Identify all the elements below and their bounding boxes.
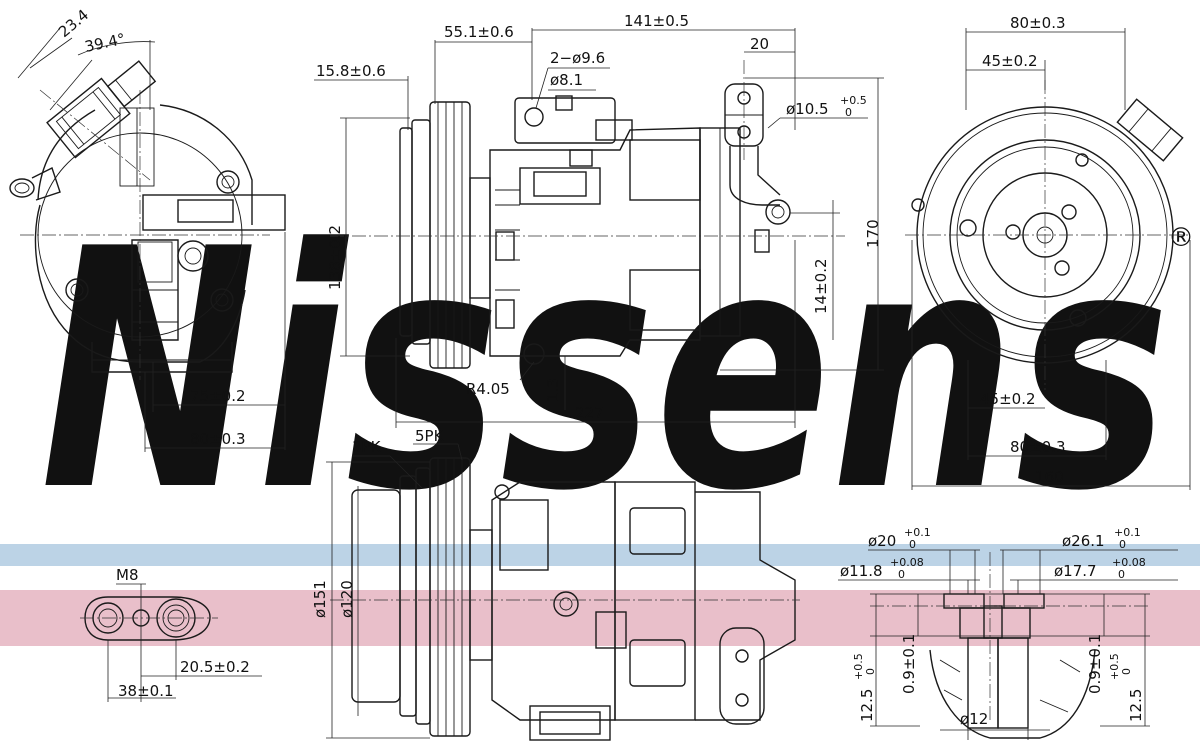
bottom-dim-3pk: 3PK	[352, 438, 382, 456]
side-dim-8-1: ø8.1	[550, 71, 583, 89]
side-dim-10-5-sub: 0	[845, 106, 852, 119]
fit-dim-17-7-sup: +0.08	[1112, 556, 1146, 569]
side-dim-1-3: 1.3	[544, 378, 562, 402]
fit-dim-11-8: ø11.8	[840, 562, 883, 580]
port-dim-38: 38±0.1	[118, 682, 174, 700]
bottom-view: 3PK 5PK ø151 ø120	[311, 427, 800, 741]
bottom-dim-151: ø151	[311, 580, 329, 618]
side-dim-15-8: 15.8±0.6	[316, 62, 386, 80]
fit-dim-17-7-sub: 0	[1118, 568, 1125, 581]
fit-dim-12-5b-sup: +0.5	[1108, 653, 1121, 680]
fit-dim-20-sup: +0.1	[904, 526, 931, 539]
fitting-detail: ø20 +0.1 0 ø26.1 +0.1 0 ø11.8 +0.08 0 ø1…	[838, 526, 1178, 740]
side-dim-10-5-sup: +0.5	[840, 94, 867, 107]
side-dim-r4-05: R4.05	[466, 380, 510, 398]
rear-dim-top-80: 80±0.3	[1010, 14, 1066, 32]
fit-dim-20: ø20	[868, 532, 896, 550]
fit-dim-12-5b: 12.5	[1127, 689, 1145, 722]
port-dim-20-5: 20.5±0.2	[180, 658, 250, 676]
rear-dim-bot-80: 80±0.3	[1010, 438, 1066, 456]
fit-dim-26-1-sub: 0	[1119, 538, 1126, 551]
front-dim-80: 80±0.3	[190, 430, 246, 448]
front-dim-23-4: 23.4	[55, 6, 92, 41]
watermark-logo: Nissens	[40, 179, 1170, 563]
side-view: 55.1±0.6 141±0.5 20 2−ø9.6 ø8.1 15.8±0.6…	[314, 12, 884, 428]
side-dim-55-1: 55.1±0.6	[444, 23, 514, 41]
fit-dim-17-7: ø17.7	[1054, 562, 1097, 580]
side-dim-141: 141±0.5	[624, 12, 689, 30]
fit-dim-20-sub: 0	[909, 538, 916, 551]
port-detail: M8 20.5±0.2 38±0.1	[80, 566, 262, 702]
side-dim-227: 227	[575, 404, 604, 422]
fit-dim-12: ø12	[960, 710, 988, 728]
front-dim-75: 75±0.2	[190, 387, 246, 405]
side-dim-20: 20	[750, 35, 769, 53]
fit-dim-11-8-sup: +0.08	[890, 556, 924, 569]
fit-dim-0-9a: 0.9±0.1	[900, 634, 918, 694]
side-dim-14: 14±0.2	[812, 258, 830, 314]
side-dim-10-5: ø10.5	[786, 100, 829, 118]
rear-dim-160: 160	[1035, 468, 1064, 486]
fit-dim-26-1-sup: +0.1	[1114, 526, 1141, 539]
front-dim-angle: 39.4°	[83, 30, 127, 56]
fit-dim-12-5a-sub: 0	[864, 668, 877, 675]
fit-dim-11-8-sub: 0	[898, 568, 905, 581]
rear-dim-top-45: 45±0.2	[982, 52, 1038, 70]
side-dim-138: 138±0.2	[326, 225, 344, 290]
rear-dim-bot-45: 45±0.2	[980, 390, 1036, 408]
blue-band	[0, 544, 1200, 566]
fit-dim-26-1: ø26.1	[1062, 532, 1105, 550]
side-dim-170: 170	[864, 219, 882, 248]
fit-dim-12-5b-sub: 0	[1120, 668, 1133, 675]
bottom-dim-5pk: 5PK	[415, 427, 445, 445]
fit-dim-0-9b: 0.9±0.1	[1086, 634, 1104, 694]
fit-dim-12-5a: 12.5	[858, 689, 876, 722]
front-view: 23.4 39.4° 75±0.2 80±0.3	[9, 6, 286, 452]
rear-view: 80±0.3 45±0.2 45±0.2 80±0.3 160	[905, 14, 1191, 490]
bottom-dim-120: ø120	[338, 580, 356, 618]
side-dim-2-9-6: 2−ø9.6	[550, 49, 605, 67]
port-dim-m8: M8	[116, 566, 139, 584]
fit-dim-12-5a-sup: +0.5	[852, 653, 865, 680]
